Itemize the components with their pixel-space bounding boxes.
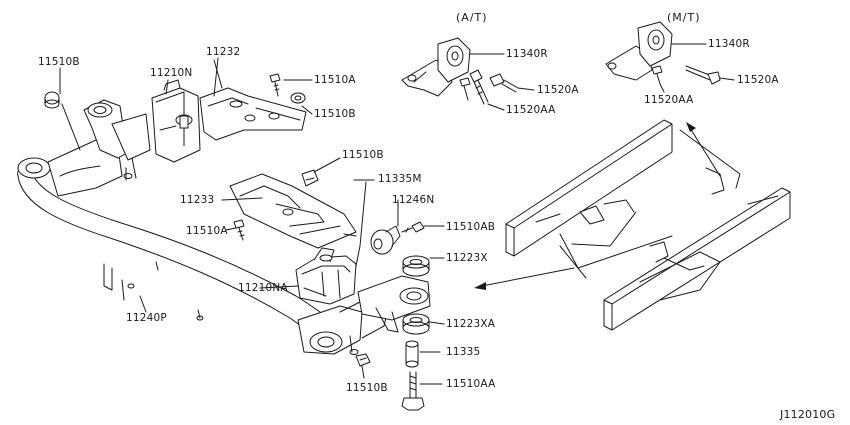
engine-mount-11210n: [151, 79, 201, 163]
nut-11510b-left: [44, 91, 60, 109]
vehicle-frame-overview: [474, 119, 791, 331]
variant-label-at: (A/T): [456, 11, 488, 24]
insulator-11246n: [370, 225, 401, 255]
bolt-11520aa-mt: [651, 65, 663, 85]
rear-mount-11340r-at: [401, 37, 471, 97]
callout-11240p: 11240P: [126, 312, 167, 324]
nut-11510b-top: [290, 92, 306, 104]
callout-11232: 11232: [206, 46, 241, 58]
callout-11510a-mid: 11510A: [186, 225, 228, 237]
callout-11520a-at: 11520A: [537, 84, 579, 96]
callout-11223x: 11223X: [446, 252, 488, 264]
rear-mount-11340r-mt: [605, 21, 673, 81]
clip-11510b-mid: [301, 169, 319, 187]
callout-11510b-top: 11510B: [314, 108, 356, 120]
bolt-11520aa-at: [469, 69, 489, 105]
sleeve-11335: [405, 340, 419, 368]
callout-11510b-left: 11510B: [38, 56, 80, 68]
variant-label-mt: (M/T): [667, 11, 701, 24]
callout-11210na: 11210NA: [238, 282, 288, 294]
suspension-member-11240p: [17, 99, 431, 355]
callout-11510b-bottom: 11510B: [346, 382, 388, 394]
leader-lines: [59, 43, 735, 385]
insulator-11223x: [402, 255, 430, 277]
nut-11510b-bottom: [355, 353, 371, 367]
bolt-11510aa: [401, 371, 425, 411]
bolt-11510a-top: [269, 73, 281, 97]
callout-11335: 11335: [446, 346, 481, 358]
figure-code: J112010G: [780, 408, 836, 421]
insulator-11223xa: [402, 313, 430, 335]
callout-11335m: 11335M: [378, 173, 422, 185]
callout-11510a-top: 11510A: [314, 74, 356, 86]
callout-11223xa: 11223XA: [446, 318, 496, 330]
bolt-11510ab: [401, 221, 425, 233]
bolt-11520a-at: [489, 73, 519, 93]
callout-11520aa-mt: 11520AA: [644, 94, 694, 106]
bolt-11520a-mt: [685, 65, 721, 85]
callout-11210n: 11210N: [150, 67, 193, 79]
mount-bracket-11233: [229, 173, 357, 249]
callout-11233: 11233: [180, 194, 215, 206]
bolt-11510a-mid: [233, 219, 245, 241]
callout-11520aa-at: 11520AA: [506, 104, 556, 116]
mount-bracket-11232: [199, 59, 307, 141]
engine-mount-11210na: [295, 247, 357, 305]
callout-11246n: 11246N: [392, 194, 435, 206]
callout-11520a-mt: 11520A: [737, 74, 779, 86]
bolt-small-at: [459, 77, 471, 101]
callout-11510aa: 11510AA: [446, 378, 496, 390]
callout-11340r-mt: 11340R: [708, 38, 750, 50]
callout-11510b-mid: 11510B: [342, 149, 384, 161]
callout-11510ab: 11510AB: [446, 221, 496, 233]
callout-11340r-at: 11340R: [506, 48, 548, 60]
